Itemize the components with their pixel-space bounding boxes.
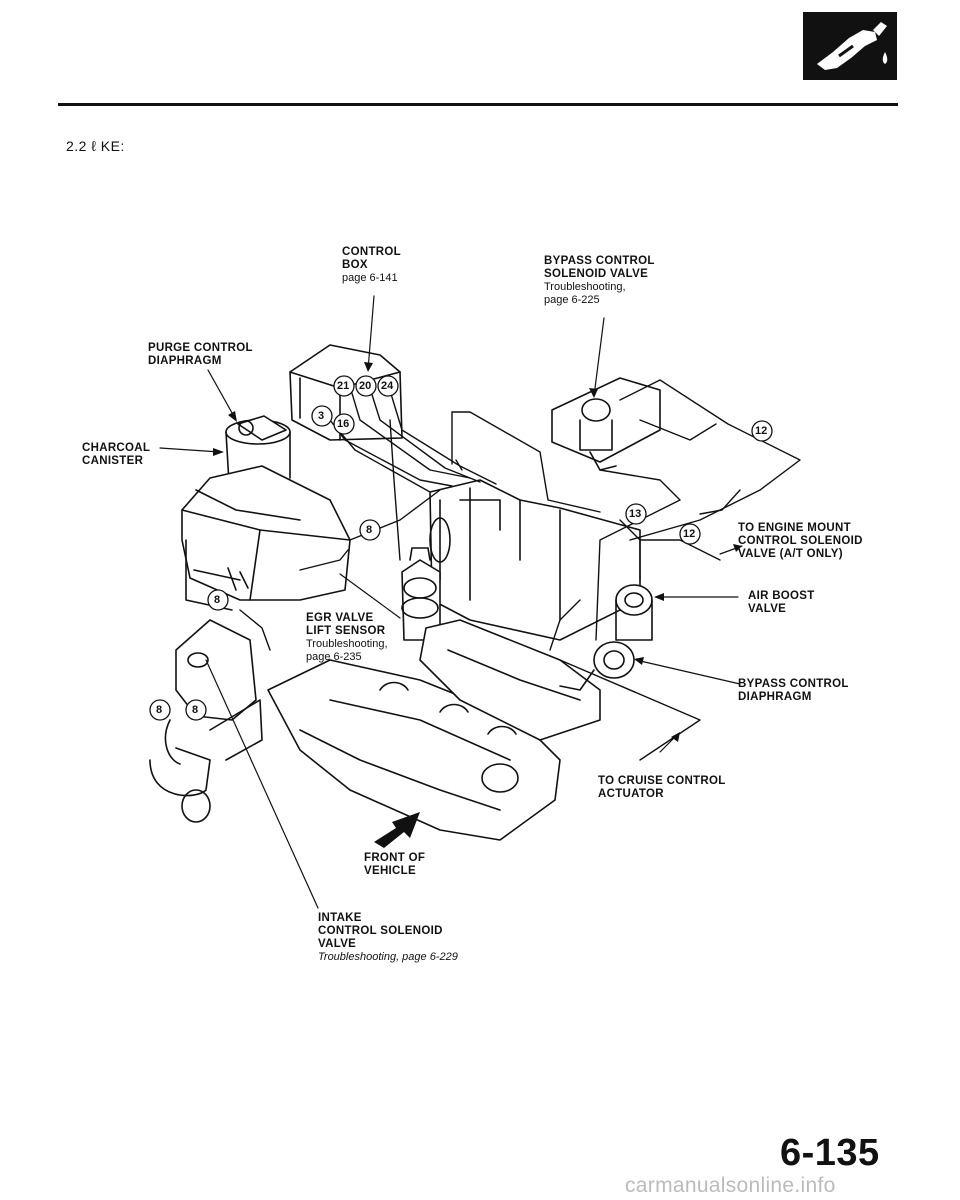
section-label: 2.2 ℓ KE: (66, 138, 125, 154)
hose-number: 24 (381, 380, 394, 392)
leader-lines (159, 295, 743, 909)
hose-number: 3 (318, 410, 325, 422)
egr-valve-drawing (401, 547, 441, 641)
label-charcoal-canister: CHARCOAL CANISTER (82, 442, 151, 467)
label-bypass-control-diaphragm: BYPASS CONTROL DIAPHRAGM (738, 678, 849, 703)
arrowheads (213, 362, 742, 742)
hose-number: 16 (337, 418, 350, 430)
charcoal-canister-drawing (225, 415, 291, 501)
hose-number: 12 (755, 425, 768, 437)
hose-number: 8 (156, 704, 163, 716)
label-air-boost-valve: AIR BOOST VALVE (748, 590, 815, 615)
bypass-solenoid-drawing (551, 377, 661, 471)
page-number: 6-135 (780, 1132, 880, 1174)
hose-number: 13 (629, 508, 642, 520)
hose-number: 12 (683, 528, 696, 540)
label-to-engine-mount: TO ENGINE MOUNT CONTROL SOLENOID VALVE (… (738, 522, 863, 560)
valve-cover-drawing (267, 659, 561, 841)
hose-number: 21 (337, 380, 350, 392)
hose-number: 8 (214, 594, 221, 606)
throttle-body-drawing (429, 479, 641, 641)
label-to-cruise-control: TO CRUISE CONTROL ACTUATOR (598, 775, 726, 800)
label-front-of-vehicle: FRONT OF VEHICLE (364, 852, 426, 877)
front-arrow-icon (374, 812, 420, 848)
fuel-nozzle-icon (817, 22, 888, 70)
label-purge-control-diaphragm: PURGE CONTROL DIAPHRAGM (148, 342, 253, 367)
watermark: carmanualsonline.info (625, 1174, 836, 1197)
hose-number: 20 (359, 380, 372, 392)
air-boost-valve-drawing (615, 584, 653, 641)
intake-manifold-drawing (419, 619, 601, 741)
intake-duct-drawing (149, 619, 263, 823)
air-cleaner-drawing (181, 465, 351, 611)
header-rule (58, 103, 898, 106)
hose-number: 8 (192, 704, 199, 716)
vacuum-hoses (239, 379, 801, 761)
header-icon-box (803, 12, 897, 80)
hose-number-circles (149, 375, 773, 721)
hose-number: 8 (366, 524, 373, 536)
label-control-box: CONTROL BOX page 6-141 (342, 246, 401, 284)
label-intake-control-solenoid-valve: INTAKE CONTROL SOLENOID VALVE Troublesho… (318, 912, 458, 963)
label-bypass-control-solenoid-valve: BYPASS CONTROL SOLENOID VALVE Troublesho… (544, 255, 655, 306)
bypass-diaphragm-drawing (559, 641, 635, 691)
label-egr-valve-lift-sensor: EGR VALVE LIFT SENSOR Troubleshooting, p… (306, 612, 388, 663)
